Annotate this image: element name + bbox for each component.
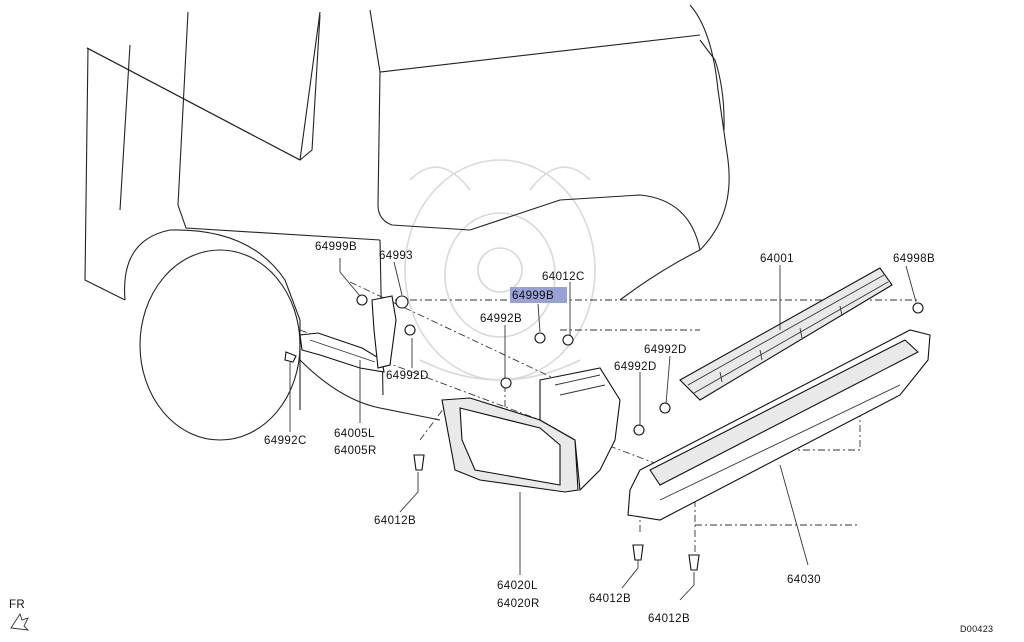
rear-bumper	[627, 329, 931, 521]
nut-64992D-right-top-icon	[659, 402, 671, 414]
nut-64992D-right-bottom-icon	[633, 424, 645, 436]
front-direction-label: FR	[9, 599, 25, 611]
nut-64992D-left-icon	[404, 324, 416, 336]
label-64992D-right-bottom[interactable]: 64992D	[614, 361, 657, 373]
clip-64012B-center-icon	[632, 544, 644, 561]
fasteners	[284, 294, 924, 571]
label-64020L[interactable]: 64020L	[497, 580, 538, 592]
label-64005R[interactable]: 64005R	[334, 445, 377, 457]
label-64993[interactable]: 64993	[379, 250, 413, 262]
clip-64012B-left-icon	[413, 454, 425, 471]
label-64005L[interactable]: 64005L	[334, 428, 375, 440]
label-64001[interactable]: 64001	[760, 253, 794, 265]
clip-64999B-left-icon	[356, 294, 368, 306]
watermark-emblem	[404, 159, 596, 381]
highlight-box	[510, 287, 567, 303]
front-arrow-icon	[10, 612, 30, 631]
reinforcement-beam	[679, 267, 893, 401]
label-64030[interactable]: 64030	[787, 574, 821, 586]
nut-64993-icon	[395, 295, 409, 309]
label-64992C[interactable]: 64992C	[264, 435, 307, 447]
drawing-code: D00423	[960, 624, 993, 634]
screw-64992C-icon	[284, 351, 297, 363]
front-direction-marker: FR	[9, 599, 30, 631]
label-64998B[interactable]: 64998B	[893, 253, 935, 265]
label-64012C[interactable]: 64012C	[542, 271, 585, 283]
label-64992D-right-top[interactable]: 64992D	[644, 344, 687, 356]
leader-lines	[289, 258, 917, 601]
label-64992B[interactable]: 64992B	[480, 313, 522, 325]
label-64012B-left[interactable]: 64012B	[374, 515, 416, 527]
label-64992D-left[interactable]: 64992D	[386, 370, 429, 382]
nut-64012C-icon	[562, 334, 574, 346]
corner-bumper	[441, 367, 621, 493]
side-bracket	[299, 295, 397, 373]
part-labels: 64999B 64993 64012C 64999B 64992B 64992D…	[264, 241, 935, 625]
label-64999B-left[interactable]: 64999B	[315, 241, 357, 253]
clip-64999B-center-icon	[534, 332, 546, 344]
vehicle-body-outline	[84, 4, 730, 441]
label-64012B-right[interactable]: 64012B	[648, 613, 690, 625]
clip-64012B-right-icon	[688, 554, 700, 571]
label-64999B-center[interactable]: 64999B	[512, 290, 554, 302]
label-64020R[interactable]: 64020R	[497, 598, 540, 610]
nut-64992B-icon	[500, 377, 512, 389]
label-64012B-center[interactable]: 64012B	[589, 593, 631, 605]
bolt-64998B-icon	[912, 302, 924, 314]
